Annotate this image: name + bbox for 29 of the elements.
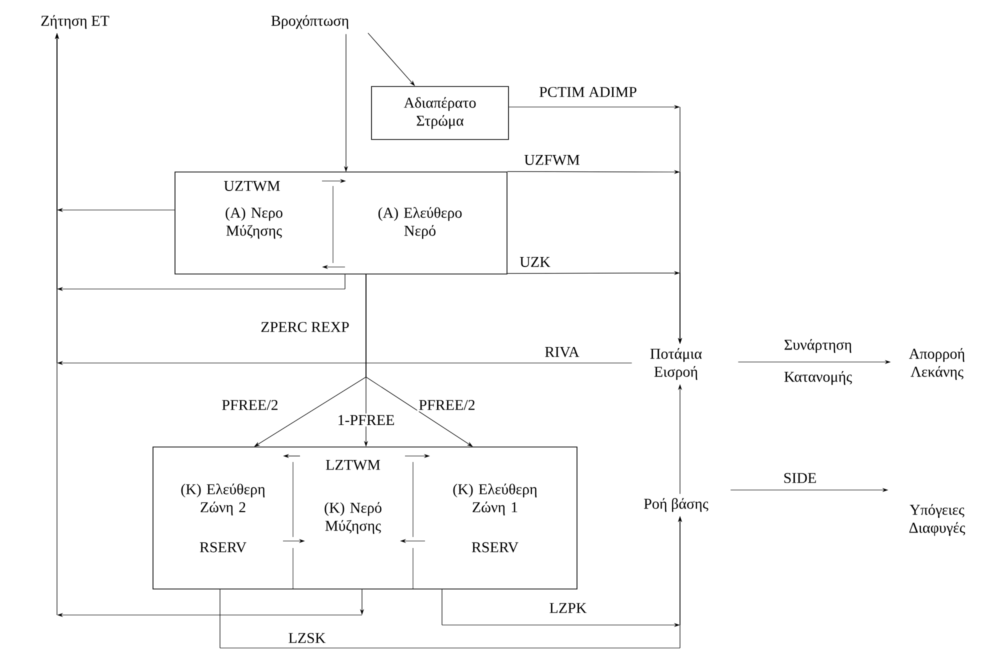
flow-label: LZTWM	[324, 458, 382, 472]
arrow	[366, 274, 473, 447]
text-label: Ποτάμια Εισροή	[650, 348, 702, 380]
edge-label: LZSK	[286, 631, 328, 645]
text-label: Ροή βάσης	[644, 498, 708, 512]
storage-box	[152, 446, 578, 590]
zone-label: (Α) Ελεύθερο Νερό	[378, 207, 462, 239]
edge-label: SIDE	[782, 471, 818, 485]
zone-label: (Κ) Νερό Μύζησης	[324, 502, 382, 534]
text-label: Ζήτηση ET	[41, 15, 110, 29]
edge-label: Συνάρτηση Κατανομής	[784, 339, 852, 385]
edge-label: PFREE/2	[220, 398, 280, 412]
edge-label: UZFWM	[522, 153, 582, 167]
edge-label: LZPK	[548, 602, 588, 614]
storage-box	[174, 172, 508, 274]
edge-label: RIVA	[543, 345, 581, 359]
process-box: Αδιαπέρατο Στρώμα	[371, 86, 509, 140]
zone-label: (Κ) Ελεύθερη Ζώνη 1 RSERV	[453, 484, 537, 552]
zone-label: (Α) Νερο Μύζησης	[226, 207, 282, 239]
edge-label: 1-PFREE	[336, 414, 396, 426]
flow-label: ZPERC REXP	[259, 320, 351, 334]
text-label: Υπόγειες Διαφυγές	[909, 504, 966, 536]
text-label: Απορροή Λεκάνης	[909, 348, 964, 380]
flow-label: UZTWM	[222, 179, 282, 193]
edge-label: PFREE/2	[417, 398, 477, 412]
zone-label: (Κ) Ελεύθερη Ζώνη 2 RSERV	[181, 484, 265, 552]
edge-label: PCTIM ADIMP	[538, 85, 638, 99]
text-label: Βροχόπτωση	[271, 15, 348, 29]
edge-label: UZK	[518, 256, 552, 268]
